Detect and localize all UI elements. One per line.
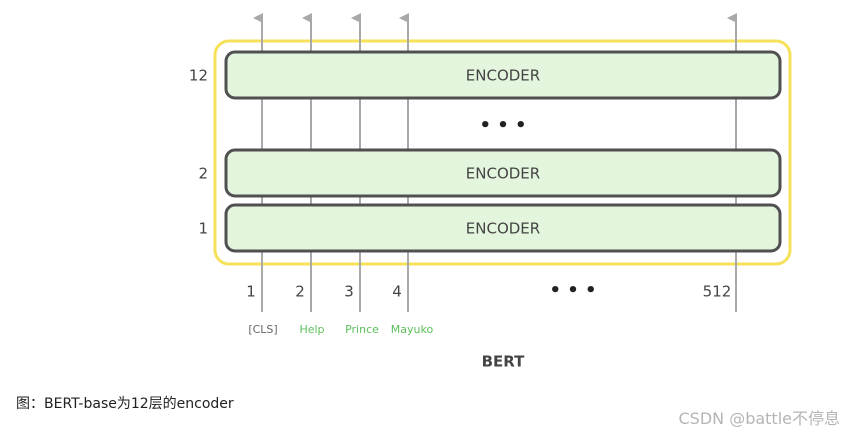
encoder-label: ENCODER (466, 220, 540, 238)
encoder-layer-1: ENCODER 1 (198, 203, 782, 253)
position-indices: 1 2 3 4 • • • 512 (246, 280, 731, 301)
encoder-box (224, 203, 782, 253)
token-cls: [CLS] (248, 323, 277, 336)
model-label: BERT (482, 353, 526, 371)
encoder-layer-12: ENCODER 12 (189, 50, 782, 100)
encoder-box (224, 50, 782, 100)
encoder-label: ENCODER (466, 67, 540, 85)
encoder-label: ENCODER (466, 165, 540, 183)
watermark: CSDN @battle不停息 (678, 409, 840, 428)
layer-number: 12 (189, 67, 208, 85)
position-index: 4 (392, 283, 402, 301)
position-index: 2 (295, 283, 305, 301)
position-index: 3 (344, 283, 354, 301)
layer-ellipsis: • • • (479, 115, 526, 136)
encoder-layer-2: ENCODER 2 (198, 148, 782, 198)
layer-number: 2 (198, 165, 208, 183)
figure-caption: 图：BERT-base为12层的encoder (16, 396, 234, 412)
input-tokens: [CLS] Help Prince Mayuko (248, 323, 433, 336)
position-index: 512 (703, 283, 732, 301)
layer-number: 1 (198, 220, 208, 238)
encoder-box (224, 148, 782, 198)
position-index: 1 (246, 283, 256, 301)
position-ellipsis: • • • (549, 280, 596, 301)
token-mayuko: Mayuko (391, 323, 434, 336)
token-help: Help (299, 323, 324, 336)
token-prince: Prince (345, 323, 379, 336)
bert-stack-outline (213, 39, 792, 266)
